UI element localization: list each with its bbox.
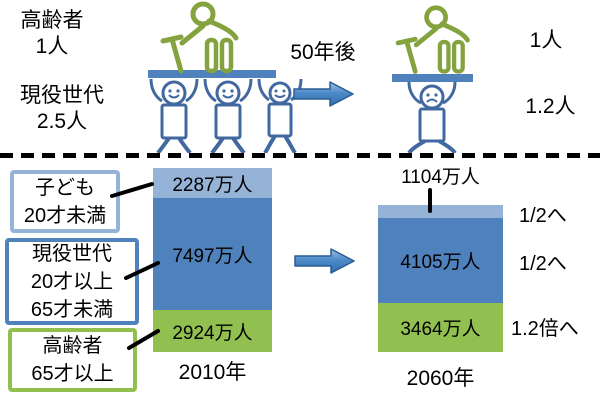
bar-2010-elderly-value: 2924万人 bbox=[172, 322, 253, 344]
elderly-person-icon bbox=[160, 1, 239, 74]
legend-working-line1: 現役世代 bbox=[32, 242, 112, 265]
elderly-ratio-caption: 高齢者 1人 bbox=[0, 8, 104, 60]
bar-2010-working-value: 7497万人 bbox=[172, 245, 253, 267]
bar-2010-working-segment: 7497万人 bbox=[153, 198, 272, 310]
bar-2060-elderly-value: 3464万人 bbox=[400, 319, 481, 340]
elderly-person-icon bbox=[395, 5, 470, 74]
legend-elderly-line2: 65才以上 bbox=[31, 363, 114, 385]
legend-working: 現役世代 20才以上 65才未満 bbox=[5, 238, 139, 325]
platform-bar bbox=[148, 70, 276, 78]
bar-2010-children-segment: 2287万人 bbox=[153, 168, 272, 198]
bar-2060-children-value: 1104万人 bbox=[401, 167, 480, 188]
annotation-working-change: 1/2へ bbox=[519, 253, 567, 275]
legend-working-line2: 20才以上 bbox=[30, 270, 114, 293]
bar-2060: 4105万人 3464万人 bbox=[378, 205, 503, 352]
transition-label: 50年後 bbox=[290, 41, 356, 64]
ratio-2060-elderly: 1人 bbox=[529, 29, 563, 52]
bar-2060-working-segment: 4105万人 bbox=[378, 218, 503, 303]
ratio-2060-working: 1.2人 bbox=[525, 95, 576, 118]
scene-2010-support-illustration bbox=[148, 1, 303, 153]
bar-2010-elderly-segment: 2924万人 bbox=[153, 310, 272, 352]
legend-working-line3: 65才未満 bbox=[30, 298, 114, 321]
annotation-elderly-change: 1.2倍へ bbox=[511, 318, 579, 340]
legend-children: 子ども 20才未満 bbox=[10, 170, 120, 233]
worker-icon bbox=[149, 78, 303, 153]
legend-elderly-line1: 高齢者 bbox=[42, 335, 103, 357]
bar-2060-year-label: 2060年 bbox=[406, 367, 475, 390]
dashed-divider bbox=[0, 153, 600, 158]
legend-children-line2: 20才未満 bbox=[23, 204, 107, 227]
elderly-ratio-caption-line1: 高齢者 bbox=[20, 9, 84, 32]
bar-2010-children-value: 2287万人 bbox=[172, 174, 253, 196]
bar-2010: 2287万人 7497万人 2924万人 bbox=[153, 168, 272, 352]
arrow-right-icon bbox=[294, 248, 355, 274]
scene-2060-support-illustration bbox=[392, 5, 473, 153]
bar-2010-year-label: 2010年 bbox=[178, 361, 247, 384]
arrow-right-icon bbox=[293, 81, 354, 107]
working-ratio-caption-line1: 現役世代 bbox=[20, 84, 104, 107]
bar-2060-working-value: 4105万人 bbox=[400, 252, 481, 273]
annotation-children-change: 1/2へ bbox=[519, 205, 567, 227]
bar-2060-children-segment bbox=[378, 205, 503, 218]
bar-2060-elderly-segment: 3464万人 bbox=[378, 303, 503, 352]
worker-sad-icon bbox=[407, 81, 457, 153]
working-ratio-caption-line2: 2.5人 bbox=[36, 110, 88, 133]
elderly-ratio-caption-line2: 1人 bbox=[35, 35, 69, 58]
working-ratio-caption: 現役世代 2.5人 bbox=[0, 83, 124, 135]
legend-children-line1: 子ども bbox=[35, 176, 95, 199]
platform-bar bbox=[392, 74, 473, 82]
legend-elderly: 高齢者 65才以上 bbox=[8, 328, 137, 392]
